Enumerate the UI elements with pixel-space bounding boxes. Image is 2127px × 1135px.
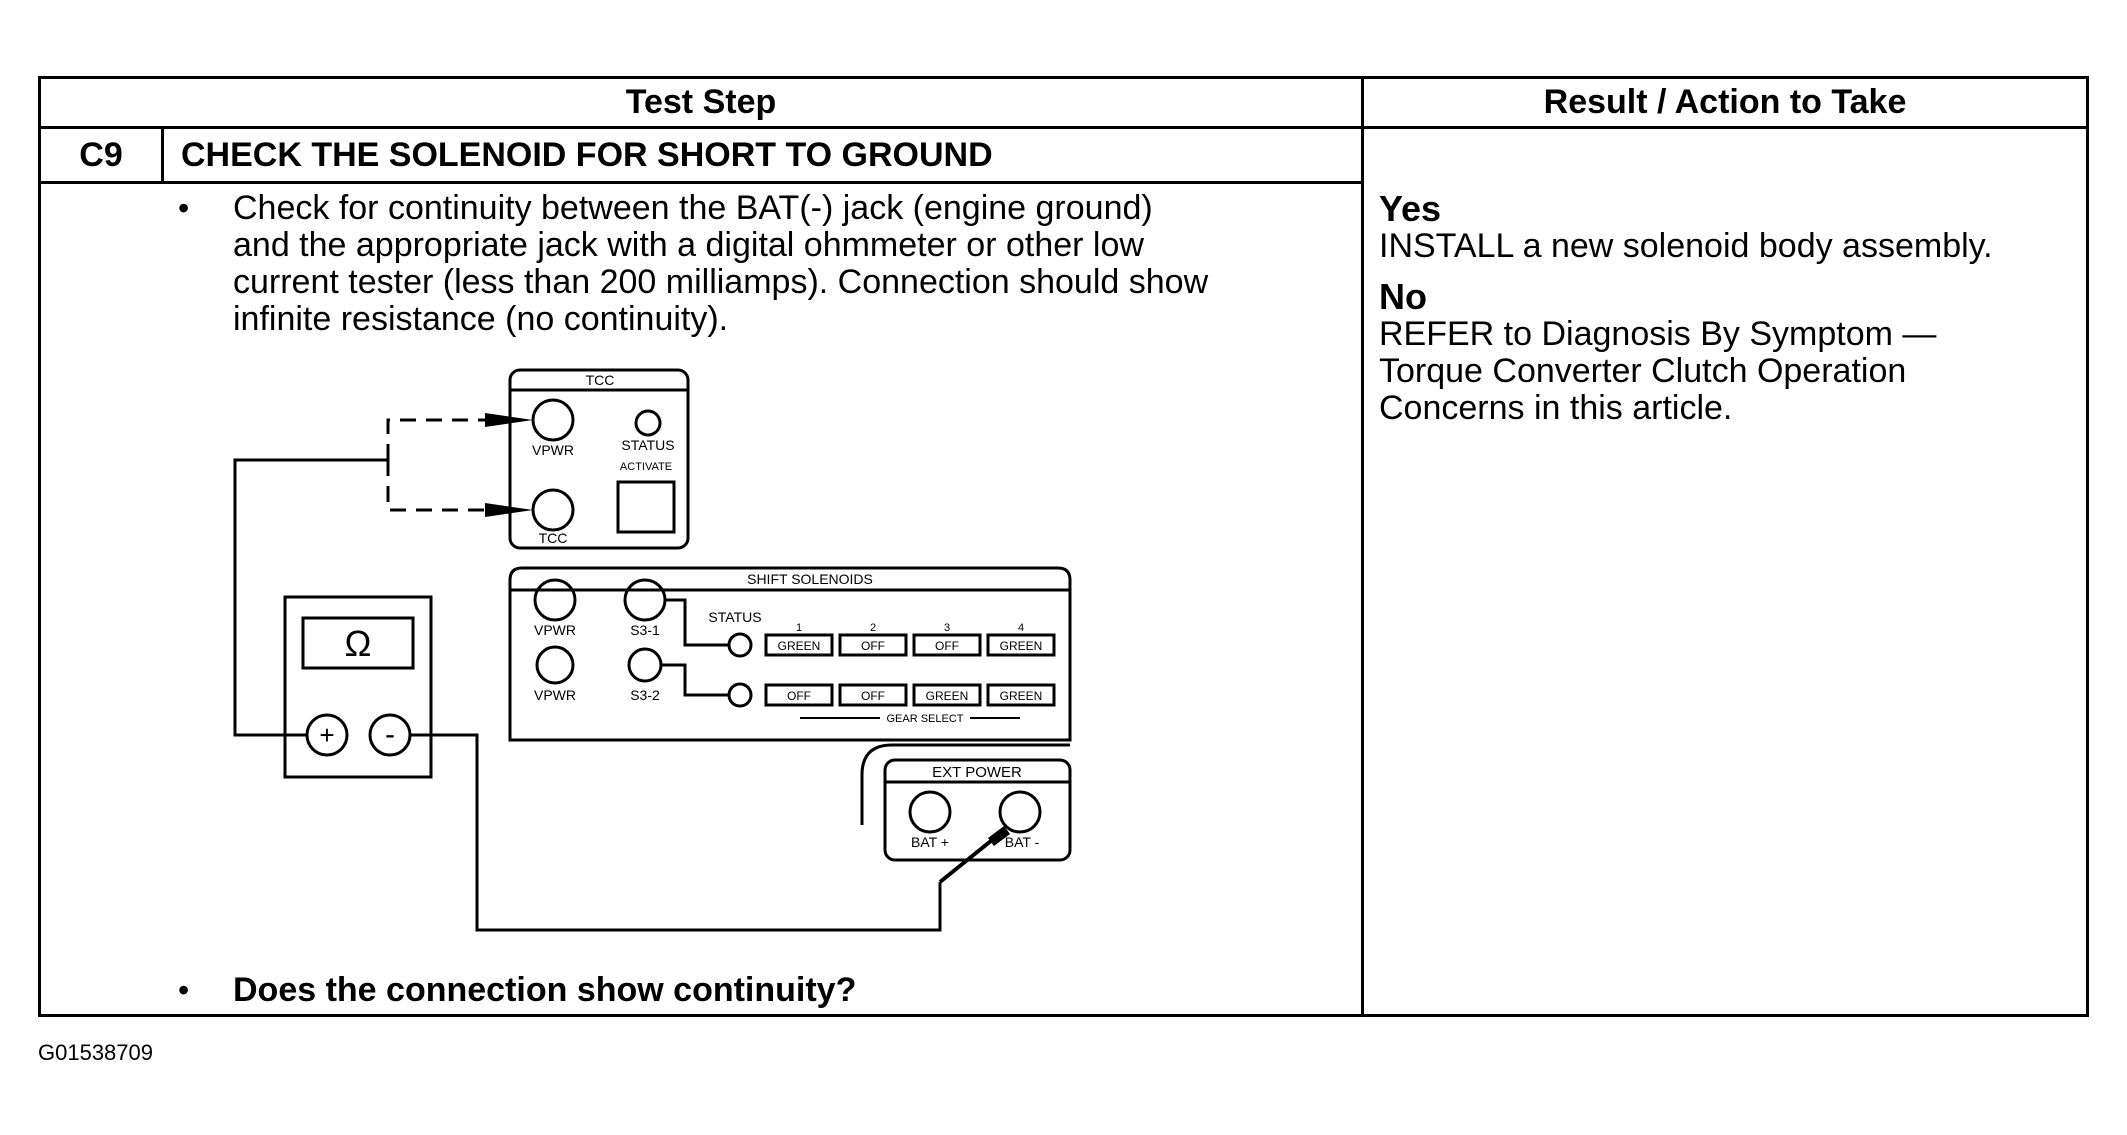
header-divider — [38, 126, 2089, 129]
no-label: No — [1379, 276, 1427, 317]
s3-2-status-wire — [661, 663, 728, 697]
probe-tip — [988, 826, 1010, 846]
row2-cell — [986, 683, 1056, 707]
tcc-status-led — [634, 409, 662, 437]
ext-power-box — [883, 758, 1072, 862]
shift-vpwr-label-2: VPWR — [534, 687, 576, 703]
bullet-icon: • — [178, 972, 190, 1008]
activate-button — [616, 480, 676, 534]
tcc-status-label: STATUS — [621, 437, 674, 453]
column-divider — [1361, 76, 1364, 1017]
bat-minus-jack — [998, 790, 1042, 834]
ohm-icon: Ω — [345, 623, 372, 664]
plus-icon: + — [319, 720, 334, 750]
row1-cell — [838, 633, 908, 657]
shift-solenoids-title: SHIFT SOLENOIDS — [747, 571, 873, 587]
step-id-divider — [161, 126, 164, 182]
bat-plus-jack — [908, 790, 952, 834]
gear-number: 2 — [870, 622, 876, 634]
jumper-to-tcc — [386, 460, 485, 512]
bullet-icon: • — [178, 190, 190, 226]
gear-select-label: GEAR SELECT — [886, 713, 963, 725]
s3-1-jack — [623, 578, 667, 622]
tcc-vpwr-label: VPWR — [532, 442, 574, 458]
arrow-to-vpwr — [485, 413, 533, 427]
status-small-label: STATUS — [708, 609, 761, 625]
tcc-jack — [531, 488, 575, 532]
shift-vpwr-label-1: VPWR — [534, 622, 576, 638]
header-test-step: Test Step — [625, 82, 777, 121]
tcc-vpwr-jack — [531, 398, 575, 442]
row1-value: GREEN — [778, 639, 821, 653]
ext-power-cable — [860, 743, 1070, 825]
no-action: REFER to Diagnosis By Symptom — Torque C… — [1379, 315, 1937, 427]
s3-1-status-wire — [665, 598, 728, 647]
yes-action: INSTALL a new solenoid body assembly. — [1379, 227, 1993, 265]
row2-cell — [764, 683, 834, 707]
bat-minus-label: BAT - — [1005, 834, 1040, 850]
test-step-table — [38, 76, 2089, 1017]
figure-id: G01538709 — [38, 1040, 153, 1065]
row2-value: GREEN — [926, 689, 969, 703]
bat-plus-label: BAT + — [911, 834, 949, 850]
s3-1-status-led — [727, 632, 753, 658]
minus-icon: - — [385, 718, 395, 751]
arrow-to-tcc — [485, 503, 533, 517]
row2-value: OFF — [861, 689, 885, 703]
shift-vpwr-jack-1 — [533, 578, 577, 622]
shift-vpwr-jack-2 — [535, 645, 575, 685]
tcc-box-title: TCC — [586, 372, 615, 388]
step-title-divider — [38, 181, 1364, 184]
row2-value: GREEN — [1000, 689, 1043, 703]
gear-number: 4 — [1018, 622, 1024, 634]
s3-2-label: S3-2 — [630, 687, 660, 703]
s3-1-label: S3-1 — [630, 622, 660, 638]
row1-value: OFF — [861, 639, 885, 653]
shift-solenoids-box — [508, 566, 1072, 742]
row1-cell — [986, 633, 1056, 657]
step-title: CHECK THE SOLENOID FOR SHORT TO GROUND — [181, 135, 993, 174]
header-result-action: Result / Action to Take — [1543, 82, 1907, 121]
row1-cell — [764, 633, 834, 657]
gear-number: 3 — [944, 622, 950, 634]
ohmmeter-display — [301, 616, 415, 670]
minus-lead-wire — [410, 733, 942, 932]
instruction-text: Check for continuity between the BAT(-) … — [233, 189, 1209, 338]
gear-number: 1 — [796, 622, 802, 634]
row2-cell — [912, 683, 982, 707]
row1-value: GREEN — [1000, 639, 1043, 653]
row1-cell — [912, 633, 982, 657]
row2-value: OFF — [787, 689, 811, 703]
step-id: C9 — [79, 135, 123, 174]
continuity-question: Does the connection show continuity? — [233, 971, 857, 1009]
row2-cell — [838, 683, 908, 707]
jumper-to-vpwr — [386, 418, 485, 460]
ext-power-title: EXT POWER — [932, 764, 1022, 781]
row1-value: OFF — [935, 639, 959, 653]
activate-label: ACTIVATE — [620, 461, 672, 473]
s3-2-jack — [627, 647, 663, 683]
ohmmeter — [283, 595, 433, 779]
yes-label: Yes — [1379, 188, 1442, 229]
s3-2-status-led — [727, 682, 753, 708]
plus-lead-wire — [233, 458, 388, 737]
tcc-box — [508, 368, 690, 550]
tcc-jack-label: TCC — [539, 530, 568, 546]
